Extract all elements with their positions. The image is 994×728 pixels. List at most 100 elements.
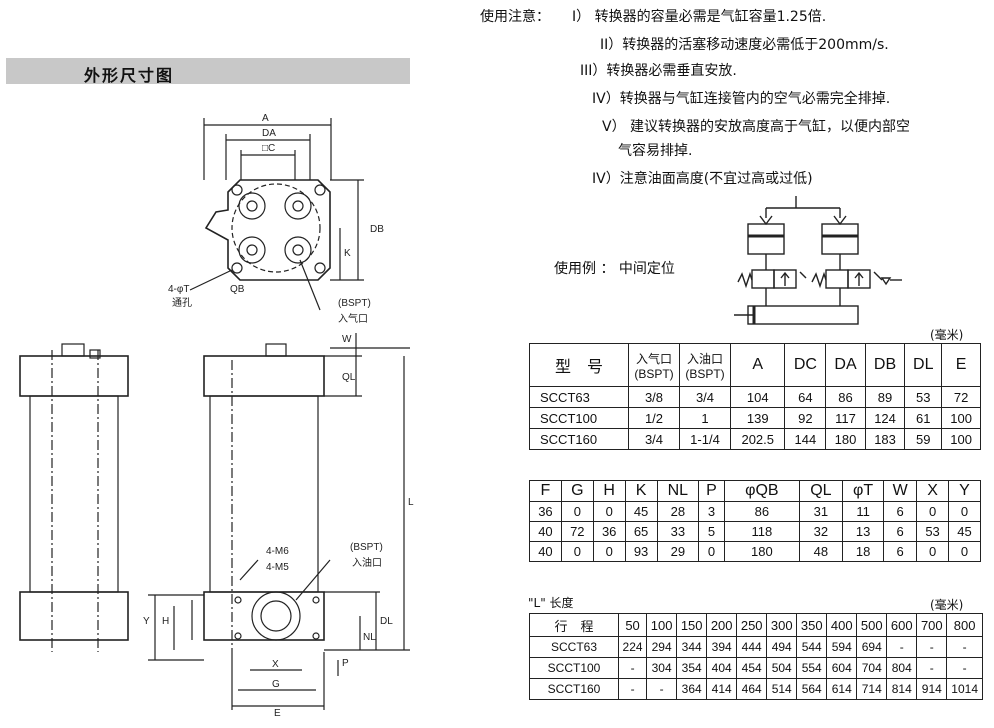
table-cell: 3/4 <box>679 386 731 408</box>
table-cell: 89 <box>864 386 906 408</box>
dim-label: □C <box>262 143 275 154</box>
table-header-cell: 400 <box>826 613 858 637</box>
dim-label: W <box>342 334 352 345</box>
table-cell: 45 <box>624 501 658 522</box>
table-cell: 354 <box>676 657 708 679</box>
table-cell: 36 <box>529 501 562 522</box>
table-cell: - <box>946 657 983 679</box>
table-cell: 404 <box>706 657 738 679</box>
dim-label: Y <box>143 616 150 627</box>
note-item: II）转换器的活塞移动速度必需低于200mm/s. <box>600 37 889 53</box>
table-cell: 704 <box>856 657 888 679</box>
table-header-cell: 300 <box>766 613 798 637</box>
table-cell: 0 <box>592 501 626 522</box>
table-header-cell: 行 程 <box>529 613 619 637</box>
table-cell: 40 <box>529 541 562 562</box>
table-cell: - <box>617 657 648 679</box>
dim-label: 4-M6 <box>266 546 289 557</box>
table-cell: SCCT100 <box>529 407 629 429</box>
table-header-cell: NL <box>656 480 700 502</box>
table-cell: 48 <box>798 541 843 562</box>
table-row: SCCT100 1/2 1 139 92 117 124 61 100 <box>529 407 981 429</box>
spec-table-1: 型 号 入气口 (BSPT) 入油口 (BSPT) A DC DA DB DL … <box>529 343 981 450</box>
note-item: IV）注意油面高度(不宜过高或过低) <box>592 171 813 187</box>
table-row: SCCT63 224 294 344 394 444 494 544 594 6… <box>529 636 983 658</box>
table-cell: 1 <box>679 407 731 429</box>
section-header-bar <box>6 58 410 84</box>
table-header-cell: 250 <box>736 613 768 637</box>
table-cell: 139 <box>729 407 786 429</box>
table-cell: - <box>886 636 918 658</box>
table-header-cell: Y <box>948 480 981 502</box>
table-cell: 814 <box>886 678 918 700</box>
table-header-cell: 800 <box>946 613 983 637</box>
dim-label: H <box>162 616 169 627</box>
table-cell: 0 <box>948 541 981 562</box>
table-cell: 0 <box>916 541 949 562</box>
table-cell: 3/4 <box>628 428 680 450</box>
table-row: SCCT160 - - 364 414 464 514 564 614 714 … <box>529 678 983 700</box>
table-cell: 3/8 <box>628 386 680 408</box>
table-cell: 604 <box>826 657 858 679</box>
table-cell: 13 <box>841 521 885 542</box>
table-cell: 36 <box>592 521 626 542</box>
table-header-cell: 100 <box>646 613 678 637</box>
table-header-cell: 600 <box>886 613 918 637</box>
table-cell: SCCT63 <box>529 386 629 408</box>
table-cell: 93 <box>624 541 658 562</box>
table-cell: 6 <box>883 501 918 522</box>
table-cell: 18 <box>841 541 885 562</box>
spec-table-2: F G H K NL P φQB QL φT W X Y 36 0 0 45 2… <box>529 480 981 562</box>
table-header-cell: QL <box>798 480 843 502</box>
top-view <box>189 118 364 311</box>
table-cell: 444 <box>736 636 768 658</box>
table-header-cell: DC <box>784 343 827 387</box>
table-cell: 11 <box>841 501 885 522</box>
dimension-labels: A DA □C DB K QB 4-φT 通孔 (BSPT) 入气口 W QL … <box>143 113 414 719</box>
dim-label: DA <box>262 128 276 139</box>
table-cell: 64 <box>784 386 827 408</box>
dim-label: 通孔 <box>172 297 192 309</box>
table-cell: 454 <box>736 657 768 679</box>
table-header-cell: φT <box>841 480 885 502</box>
table-cell: 144 <box>784 428 827 450</box>
table-cell: 40 <box>529 521 562 542</box>
table-cell: 0 <box>560 501 594 522</box>
table-cell: 344 <box>676 636 708 658</box>
table-cell: 53 <box>904 386 943 408</box>
table-cell: 29 <box>656 541 700 562</box>
dim-label: DB <box>370 224 384 235</box>
notes-heading: 使用注意： <box>480 9 550 25</box>
table-cell: 86 <box>825 386 866 408</box>
table-cell: 0 <box>592 541 626 562</box>
table-cell: 6 <box>883 541 918 562</box>
table-header-cell: H <box>592 480 626 502</box>
table-cell: - <box>916 657 948 679</box>
table-cell: 124 <box>864 407 906 429</box>
table-row: 36 0 0 45 28 3 86 31 11 6 0 0 <box>529 501 981 522</box>
table-cell: - <box>916 636 948 658</box>
table-header-cell: 200 <box>706 613 738 637</box>
table-cell: 183 <box>864 428 906 450</box>
table-cell: 304 <box>646 657 678 679</box>
table-cell: 554 <box>796 657 828 679</box>
table-cell: 92 <box>784 407 827 429</box>
table-header-cell: W <box>883 480 918 502</box>
table-cell: 414 <box>706 678 738 700</box>
table-cell: 53 <box>916 521 949 542</box>
table-cell: 504 <box>766 657 798 679</box>
table-cell: 464 <box>736 678 768 700</box>
dim-label: L <box>408 497 414 508</box>
table-header-cell: G <box>560 480 594 502</box>
table-cell: 3 <box>698 501 725 522</box>
stroke-length-table: 行 程 50 100 150 200 250 300 350 400 500 6… <box>529 613 983 700</box>
table-header-cell: E <box>941 343 981 387</box>
table-cell: 0 <box>948 501 981 522</box>
table-cell: SCCT100 <box>529 657 619 679</box>
table-cell: - <box>946 636 983 658</box>
table-header-cell: DA <box>825 343 866 387</box>
table-header-cell: 350 <box>796 613 828 637</box>
table-row: SCCT160 3/4 1-1/4 202.5 144 180 183 59 1… <box>529 428 981 450</box>
table-cell: 0 <box>916 501 949 522</box>
table-header-row: F G H K NL P φQB QL φT W X Y <box>529 480 981 502</box>
